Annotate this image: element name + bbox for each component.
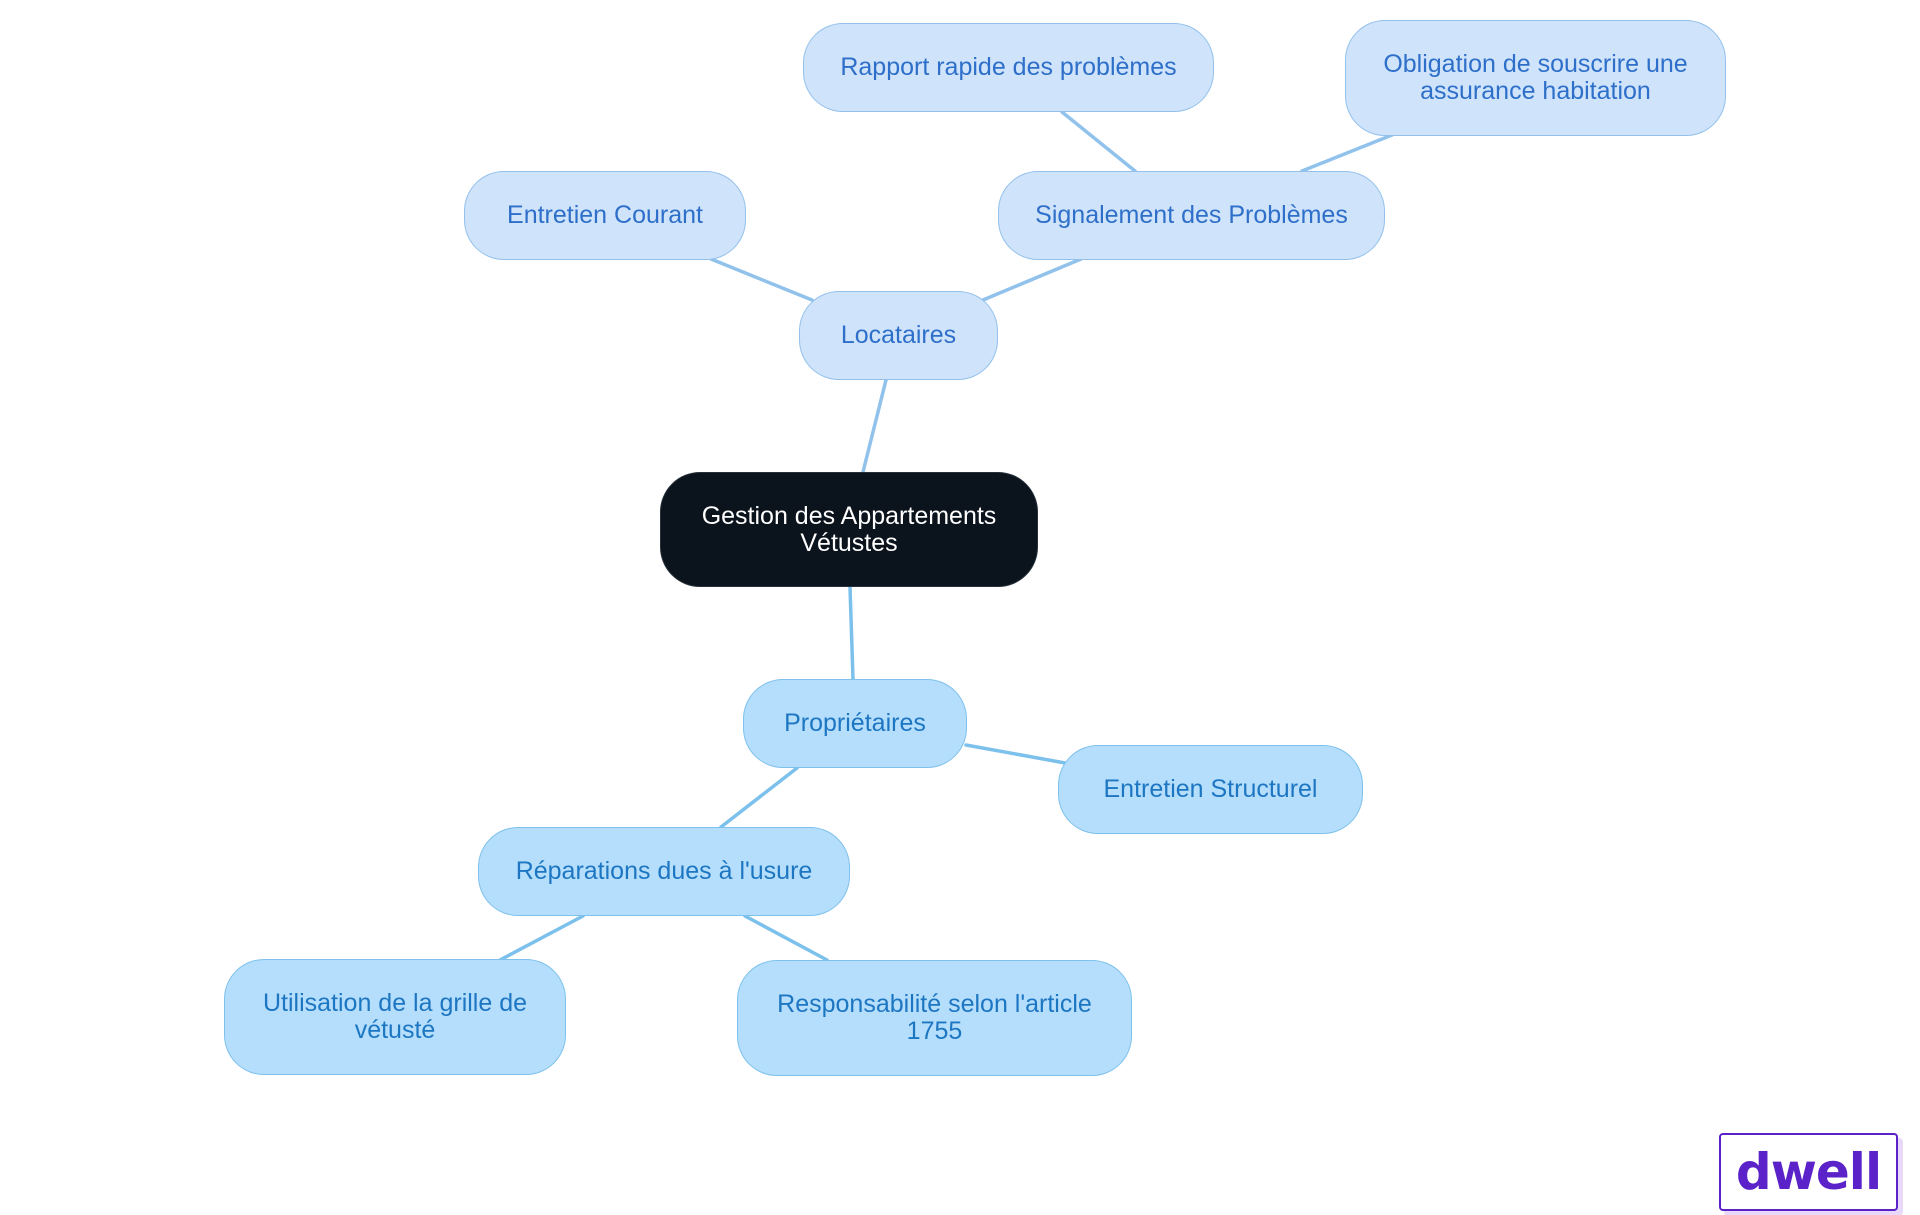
node-article-1755[interactable]: Responsabilité selon l'article 1755 (737, 960, 1132, 1076)
edge-proprietaires-entretien-structurel (964, 743, 1067, 765)
edge-reparations-article (743, 914, 829, 962)
node-article-label: Responsabilité selon l'article 1755 (777, 990, 1092, 1045)
node-reparations-label: Réparations dues à l'usure (515, 857, 813, 885)
node-grille-label: Utilisation de la grille de vétusté (262, 989, 528, 1044)
root-node-label: Gestion des Appartements Vétustes (701, 501, 997, 557)
node-entretien-courant-label: Entretien Courant (507, 201, 703, 229)
node-rapport-rapide[interactable]: Rapport rapide des problèmes (803, 23, 1214, 112)
node-proprietaires-label: Propriétaires (784, 709, 926, 737)
edge-locataires-entretien-courant (709, 257, 814, 302)
edge-locataires-signalement (981, 257, 1083, 302)
edge-proprietaires-reparations (719, 766, 799, 829)
edge-signalement-obligation (1300, 133, 1394, 173)
node-locataires[interactable]: Locataires (799, 291, 998, 380)
dwell-logo: dwell (1719, 1133, 1898, 1211)
node-entretien-courant[interactable]: Entretien Courant (464, 171, 746, 260)
node-rapport-label: Rapport rapide des problèmes (840, 53, 1177, 81)
node-reparations-usure[interactable]: Réparations dues à l'usure (478, 827, 850, 916)
root-node[interactable]: Gestion des Appartements Vétustes (660, 472, 1038, 587)
edge-root-proprietaires (848, 585, 855, 681)
dwell-logo-text: dwell (1735, 1143, 1882, 1201)
node-proprietaires[interactable]: Propriétaires (743, 679, 967, 768)
edge-signalement-rapport (1060, 110, 1137, 173)
node-locataires-label: Locataires (840, 321, 957, 349)
edge-root-locataires (861, 378, 888, 474)
edge-reparations-grille (498, 914, 585, 962)
node-entretien-structurel[interactable]: Entretien Structurel (1058, 745, 1363, 834)
node-obligation-assurance[interactable]: Obligation de souscrire une assurance ha… (1345, 20, 1726, 136)
node-signalement-problemes[interactable]: Signalement des Problèmes (998, 171, 1385, 260)
node-grille-vetuste[interactable]: Utilisation de la grille de vétusté (224, 959, 566, 1075)
node-entretien-structurel-label: Entretien Structurel (1103, 775, 1318, 803)
node-signalement-label: Signalement des Problèmes (1035, 201, 1348, 229)
node-obligation-label: Obligation de souscrire une assurance ha… (1383, 50, 1688, 105)
